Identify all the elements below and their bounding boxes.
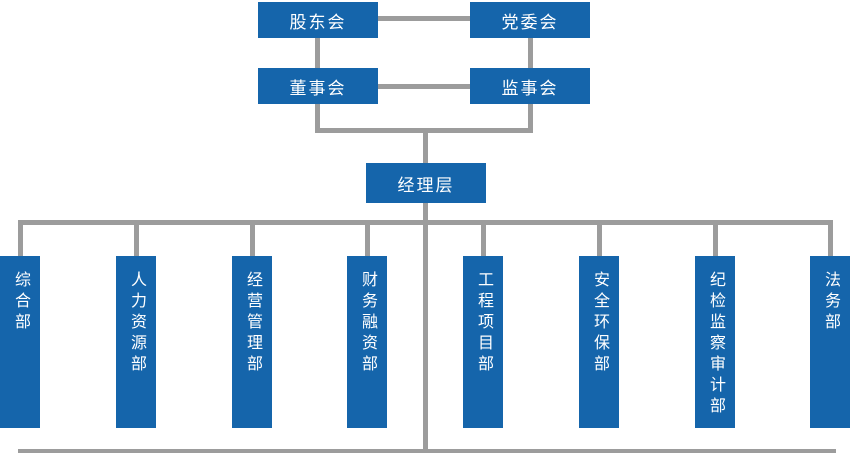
connector-shareholders-board — [315, 38, 320, 68]
shareholders-meeting-box: 股东会 — [258, 2, 378, 38]
department-label: 法务部 — [822, 271, 839, 334]
party-committee-box: 党委会 — [470, 2, 590, 38]
supervisory-board-label: 监事会 — [501, 78, 559, 98]
connector-drop-7 — [713, 224, 718, 256]
department-label: 人力资源部 — [128, 271, 145, 376]
connector-drop-4 — [365, 224, 370, 256]
party-committee-label: 党委会 — [501, 12, 559, 32]
connector-shareholders-party — [378, 16, 470, 21]
department-box-discipline-audit: 纪检监察审计部 — [695, 256, 735, 428]
connector-bottom-bar — [18, 449, 836, 453]
department-box-general-affairs: 综合部 — [0, 256, 40, 428]
connector-drop-6 — [597, 224, 602, 256]
connector-management-trunk — [423, 203, 428, 453]
connector-to-management — [423, 133, 428, 163]
connector-drop-2 — [134, 224, 139, 256]
connector-board-down — [315, 104, 320, 133]
department-box-human-resources: 人力资源部 — [116, 256, 156, 428]
connector-board-supervisory — [378, 84, 470, 89]
department-label: 纪检监察审计部 — [707, 271, 724, 418]
connector-drop-8 — [828, 224, 833, 256]
department-label: 财务融资部 — [359, 271, 376, 376]
shareholders-meeting-label: 股东会 — [289, 12, 347, 32]
board-of-directors-label: 董事会 — [289, 78, 347, 98]
connector-supervisory-down — [528, 104, 533, 133]
connector-drop-3 — [250, 224, 255, 256]
board-of-directors-box: 董事会 — [258, 68, 378, 104]
department-box-safety-environment: 安全环保部 — [579, 256, 619, 428]
department-box-operations-management: 经营管理部 — [232, 256, 272, 428]
management-team-label: 经理层 — [397, 175, 455, 195]
department-label: 安全环保部 — [591, 271, 608, 376]
connector-drop-1 — [18, 224, 23, 256]
department-box-finance-financing: 财务融资部 — [347, 256, 387, 428]
supervisory-board-box: 监事会 — [470, 68, 590, 104]
connector-drop-5 — [481, 224, 486, 256]
connector-join-horizontal — [315, 128, 533, 133]
department-box-legal: 法务部 — [810, 256, 850, 428]
department-label: 综合部 — [12, 271, 29, 334]
department-box-engineering-projects: 工程项目部 — [463, 256, 503, 428]
connector-party-supervisory — [528, 38, 533, 68]
connector-distribution-bar — [18, 220, 833, 225]
management-team-box: 经理层 — [366, 163, 486, 203]
department-label: 工程项目部 — [475, 271, 492, 376]
department-label: 经营管理部 — [244, 271, 261, 376]
